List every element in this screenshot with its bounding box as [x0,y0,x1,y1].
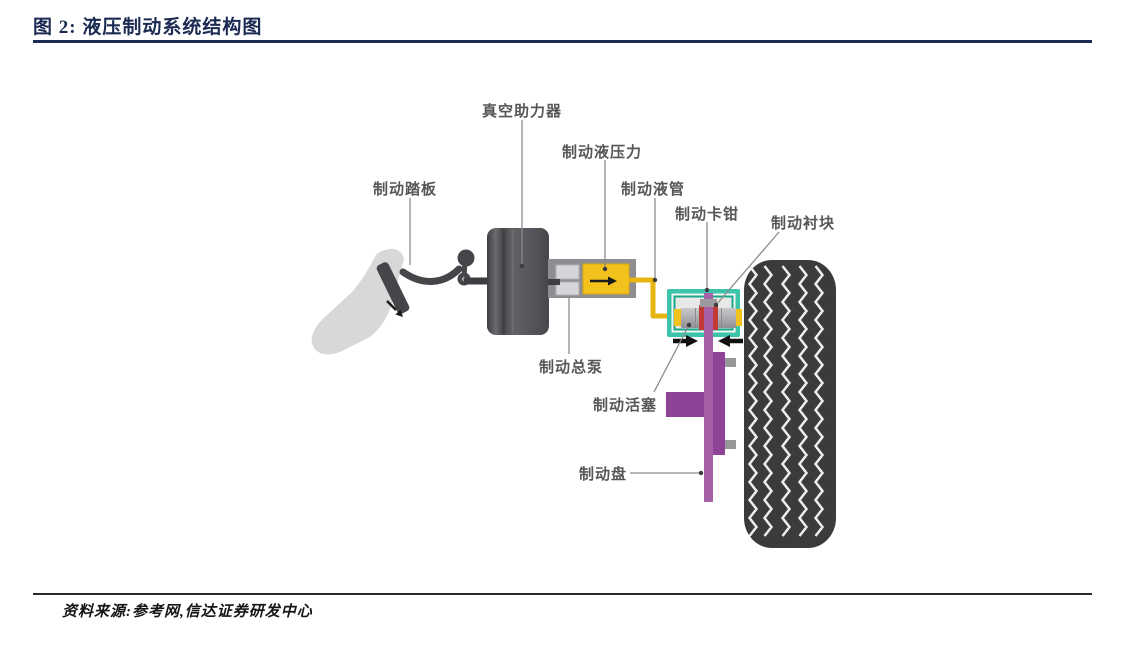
source-text: 资料来源:参考网,信达证券研发中心 [62,604,313,620]
brake-fluid-pipe-graphic [629,277,676,319]
vacuum-booster-graphic [487,228,561,335]
leader-lines [409,120,780,476]
label-brake-pedal: 制动踏板 [372,181,438,198]
brake-pad-piston-graphic [673,299,743,347]
label-fluid-pipe: 制动液管 [620,181,686,198]
label-caliper: 制动卡钳 [674,206,740,223]
label-brake-disc: 制动盘 [578,466,628,483]
label-piston: 制动活塞 [592,397,658,414]
title-underline [33,40,1092,43]
brake-pedal-graphic [311,248,490,355]
figure-title: 图 2: 液压制动系统结构图 [33,17,263,38]
master-cylinder-graphic [548,259,636,298]
bottom-rule [33,593,1092,595]
tire-graphic [744,260,836,548]
label-fluid-pressure: 制动液压力 [561,144,643,161]
label-vacuum-booster: 真空助力器 [481,103,563,120]
label-master-cylinder: 制动总泵 [538,359,604,376]
label-brake-pad: 制动衬块 [770,215,836,232]
brake-disc-graphic [666,293,736,502]
